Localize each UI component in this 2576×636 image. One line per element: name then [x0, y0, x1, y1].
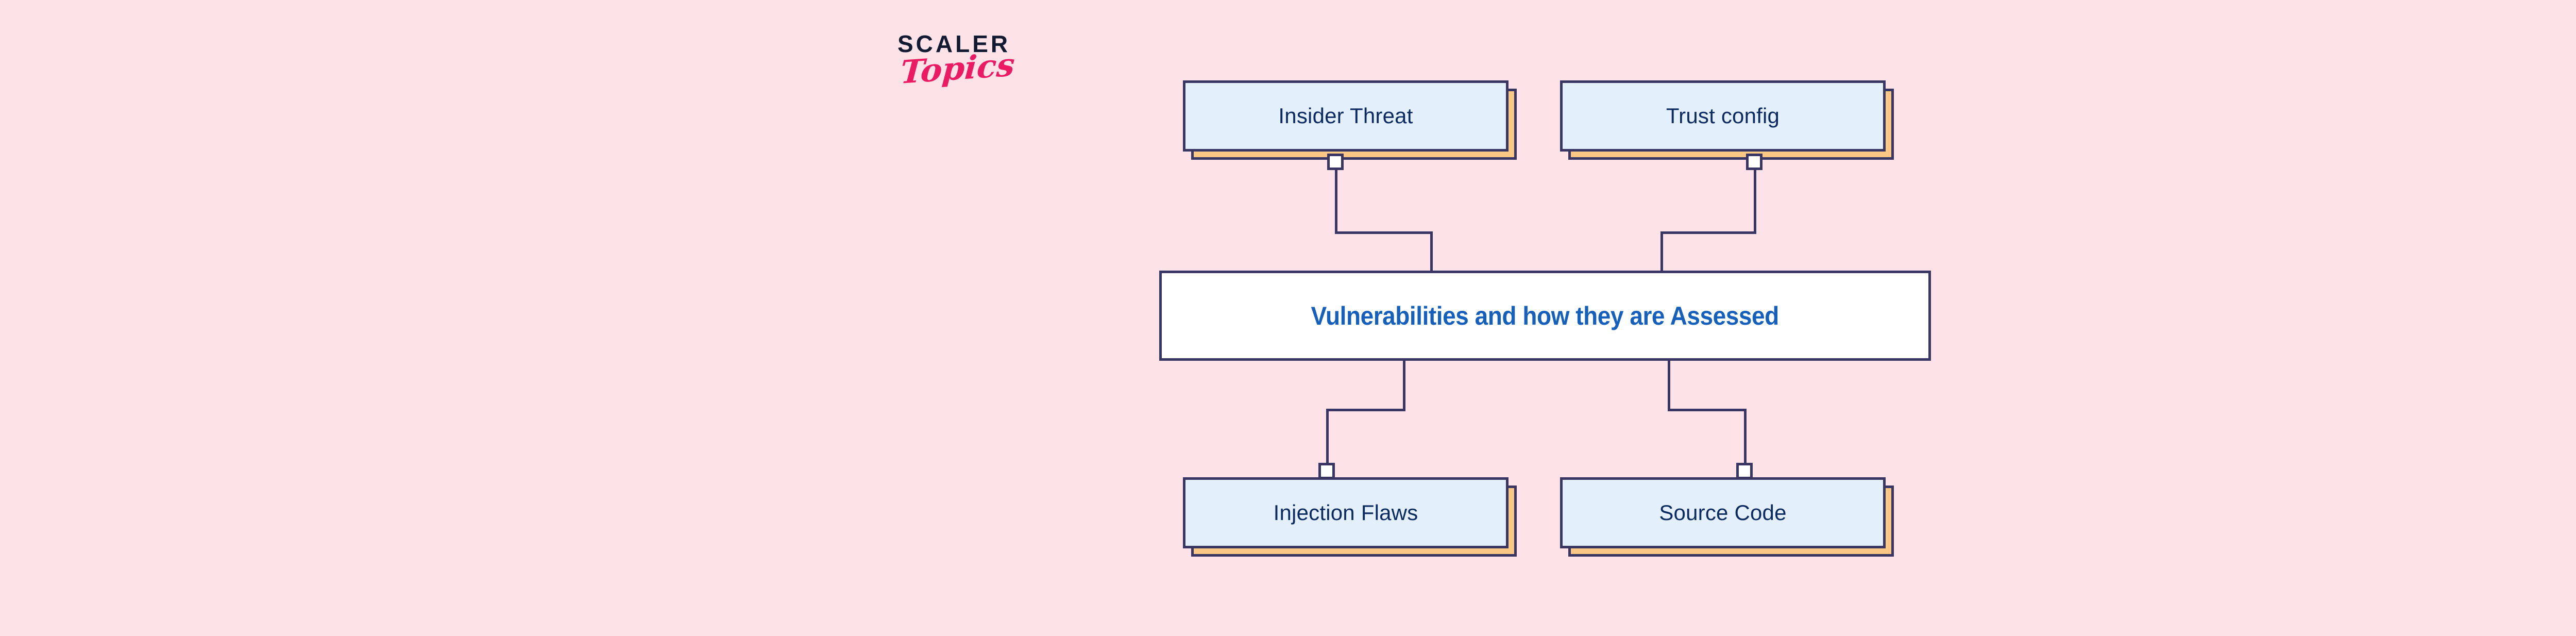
node-center-label: Vulnerabilities and how they are Assesse…: [1311, 301, 1780, 330]
node-trust-config-label: Trust config: [1666, 104, 1780, 128]
connector-source-code-segment-vertical-upper: [1668, 360, 1670, 411]
connector-insider-threat-segment-vertical-lower: [1430, 231, 1433, 273]
connector-handle-insider-threat[interactable]: [1327, 154, 1344, 170]
node-center-vulnerabilities[interactable]: Vulnerabilities and how they are Assesse…: [1159, 271, 1931, 361]
node-injection-flaws-label: Injection Flaws: [1273, 500, 1418, 525]
logo-wordmark-topics: Topics: [899, 45, 1016, 91]
node-injection-flaws[interactable]: Injection Flaws: [1183, 477, 1509, 548]
scaler-topics-logo: SCALER Topics: [897, 32, 1052, 109]
connector-handle-trust-config[interactable]: [1746, 154, 1762, 170]
connector-insider-threat-segment-vertical-upper: [1335, 170, 1337, 233]
node-insider-threat[interactable]: Insider Threat: [1183, 80, 1509, 152]
connector-injection-flaws-segment-horizontal: [1326, 409, 1405, 411]
connector-trust-config-segment-vertical-upper: [1754, 170, 1756, 233]
connector-source-code-segment-vertical-lower: [1744, 409, 1747, 470]
node-trust-config[interactable]: Trust config: [1560, 80, 1886, 152]
node-insider-threat-label: Insider Threat: [1278, 104, 1413, 128]
connector-insider-threat-segment-horizontal: [1335, 231, 1433, 234]
connector-injection-flaws-segment-vertical-upper: [1403, 360, 1405, 411]
connector-source-code-segment-horizontal: [1668, 409, 1747, 411]
node-source-code[interactable]: Source Code: [1560, 477, 1886, 548]
logo-wordmark-scaler: SCALER: [897, 30, 1011, 57]
connector-injection-flaws-segment-vertical-lower: [1326, 409, 1329, 470]
connector-handle-injection-flaws[interactable]: [1318, 463, 1335, 479]
connector-trust-config-segment-horizontal: [1660, 231, 1756, 234]
connector-trust-config-segment-vertical-lower: [1660, 231, 1663, 273]
node-source-code-label: Source Code: [1659, 500, 1787, 525]
connector-handle-source-code[interactable]: [1736, 463, 1753, 479]
